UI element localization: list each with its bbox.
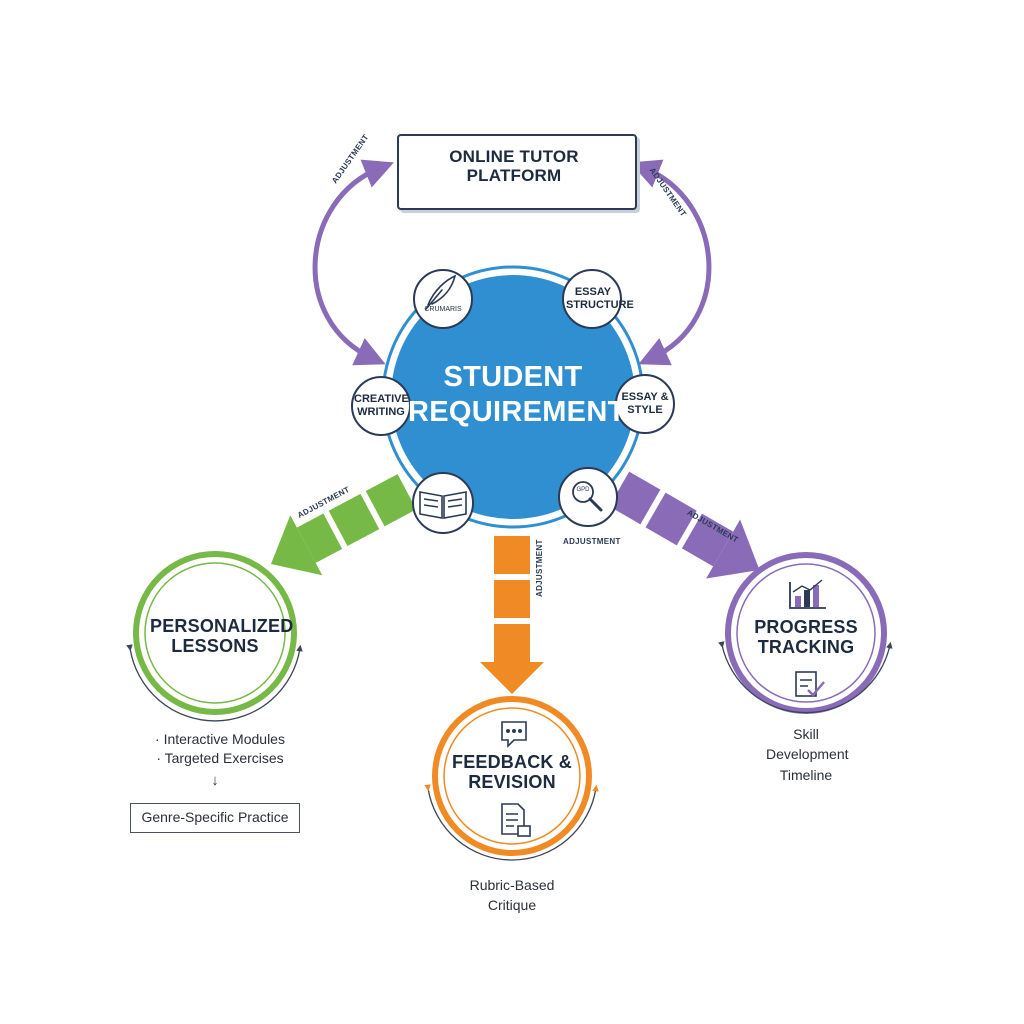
satellite-left-label: CREATIVE WRITING	[354, 393, 409, 418]
open-book-icon	[419, 491, 467, 519]
satellite-bottom-left[interactable]	[412, 472, 474, 534]
arc-left-adjustment	[312, 159, 394, 366]
satellite-top-left[interactable]	[413, 269, 473, 329]
feedback-revision-orbit	[424, 784, 599, 861]
progress-tracking-orbit	[718, 641, 893, 714]
personalized-lessons-inner-ring	[144, 562, 286, 704]
feedback-revision-circle[interactable]	[432, 696, 592, 856]
progress-caption: Skill Development Timeline	[766, 726, 849, 783]
personalized-down-arrow: ↓	[211, 772, 219, 789]
personalized-lessons-title: PERSONALIZED LESSONS	[150, 616, 294, 657]
satellite-bottom-right[interactable]	[558, 467, 618, 527]
personalized-bullet-2-text: Targeted Exercises	[164, 750, 284, 766]
feedback-caption: Rubric-Based Critique	[469, 877, 555, 914]
satellite-right[interactable]	[615, 374, 675, 434]
quill-icon	[425, 274, 457, 310]
magnifier-icon	[572, 481, 603, 512]
satellite-left[interactable]	[351, 376, 411, 436]
satellite-right-label: ESSAY & STYLE	[621, 391, 669, 416]
arc-right-adjustment	[630, 159, 712, 366]
document-icon	[501, 803, 531, 837]
green-arrow	[270, 474, 417, 576]
checklist-icon	[795, 671, 825, 697]
feedback-revision-title: FEEDBACK & REVISION	[452, 752, 573, 793]
progress-tracking-title: PROGRESS TRACKING	[754, 617, 858, 658]
progress-tracking-circle[interactable]	[725, 552, 887, 714]
online-tutor-platform-box[interactable]	[397, 134, 637, 210]
bar-chart-icon	[789, 579, 826, 609]
platform-title: ONLINE TUTOR PLATFORM	[449, 147, 579, 186]
satellite-top-left-label: CRUMARIS	[424, 306, 462, 313]
orange-arrow	[480, 536, 544, 694]
personalized-bullet-1-text: Interactive Modules	[163, 731, 285, 747]
genre-specific-practice-box[interactable]: Genre-Specific Practice	[130, 803, 300, 833]
satellite-top-right-label: ESSAY STRUCTURE	[566, 286, 634, 311]
adjustment-label-center-arrow: ADJUSTMENT	[535, 539, 544, 597]
chat-bubble-icon	[501, 721, 527, 748]
progress-tracking-inner-ring	[736, 563, 876, 703]
center-title: STUDENT REQUIREMENTS	[408, 361, 646, 428]
personalized-lessons-orbit	[126, 644, 303, 722]
feedback-revision-inner-ring	[443, 707, 581, 845]
adjustment-label-bottom: ADJUSTMENT	[563, 537, 621, 546]
center-circle	[391, 275, 635, 519]
satellite-bottom-right-badge: GPD	[576, 487, 590, 493]
personalized-lessons-circle[interactable]	[133, 551, 297, 715]
satellite-top-right[interactable]	[562, 269, 622, 329]
personalized-bullet-2: · Targeted Exercises	[156, 750, 284, 766]
personalized-bullet-1: · Interactive Modules	[155, 731, 285, 747]
purple-arrow	[609, 471, 760, 579]
